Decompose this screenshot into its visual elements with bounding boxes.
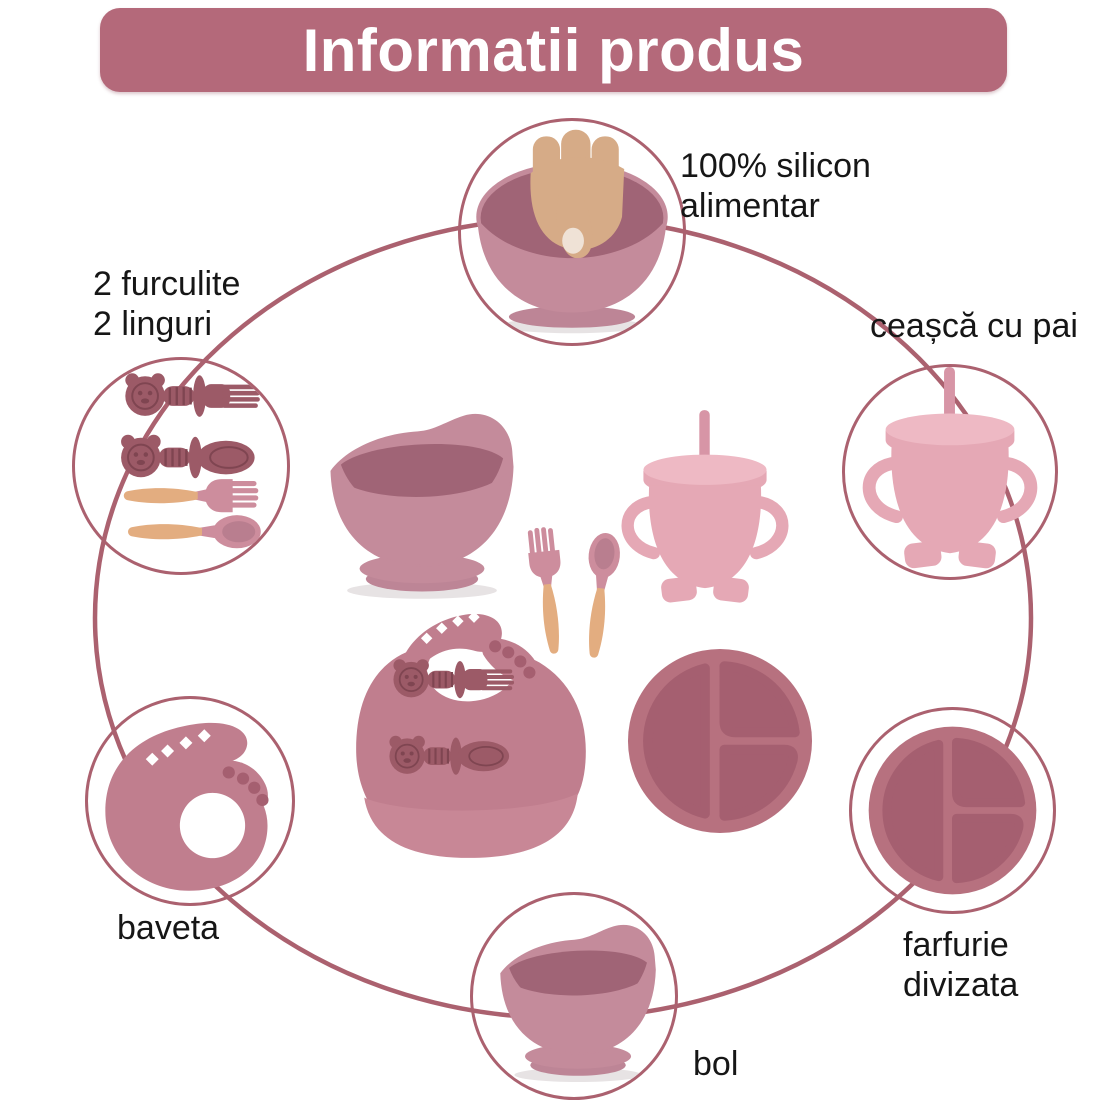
label-cutlery: 2 furculite 2 linguri <box>93 264 240 344</box>
callout-silicone-grip <box>458 118 686 346</box>
label-line: divizata <box>903 966 1019 1004</box>
callout-divided-plate <box>849 707 1056 914</box>
title-banner: Informatii produs <box>100 8 1007 92</box>
label-line: ceașcă cu pai <box>870 307 1078 345</box>
center-wood-fork-image <box>525 525 570 656</box>
straw-sippy-cup-photo <box>845 367 1055 577</box>
label-bowl: bol <box>693 1044 738 1084</box>
forks-and-spoons-photo <box>119 372 262 549</box>
label-line: 2 linguri <box>93 305 213 343</box>
callout-straw-cup <box>842 364 1058 580</box>
center-suction-bowl-image <box>330 413 514 599</box>
callout-bowl <box>470 892 678 1100</box>
label-line: 2 furculite <box>93 265 241 303</box>
label-bib: baveta <box>117 908 219 948</box>
center-straw-cup-image <box>628 410 783 603</box>
label-line: 100% silicon <box>680 147 871 185</box>
silicone-bib-flat-photo <box>105 722 269 891</box>
center-wood-spoon-image <box>578 531 623 660</box>
callout-bib <box>85 696 295 906</box>
divided-plate-photo <box>852 710 1053 911</box>
label-line: farfurie <box>903 926 1009 964</box>
suction-bowl-photo <box>500 924 656 1082</box>
callout-cutlery-set <box>72 357 290 575</box>
label-line: bol <box>693 1045 739 1083</box>
hand-pressing-bowl-photo <box>476 129 668 334</box>
label-line: baveta <box>117 909 220 947</box>
label-cup: ceașcă cu pai <box>870 306 1078 346</box>
complete-feeding-set-photo <box>330 392 840 892</box>
label-silicone: 100% silicon alimentar <box>680 146 871 226</box>
label-plate: farfurie divizata <box>903 925 1018 1005</box>
label-line: alimentar <box>680 187 820 225</box>
page-title: Informatii produs <box>302 16 805 84</box>
center-divided-plate-image <box>628 649 812 833</box>
